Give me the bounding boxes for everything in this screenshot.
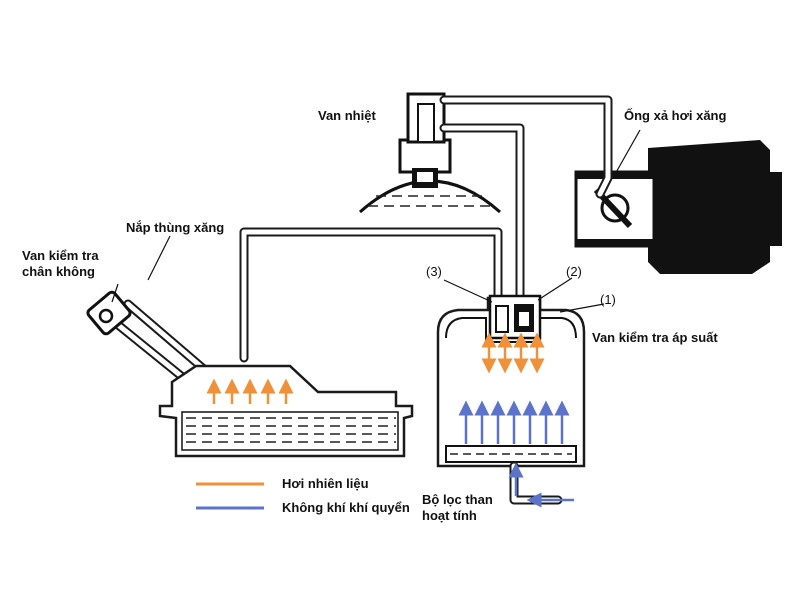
canister-air-arrows	[458, 400, 574, 508]
callout-2: (2)	[566, 264, 582, 279]
leader-lines	[111, 129, 641, 313]
charcoal-canister	[436, 296, 586, 505]
vacuum-check-valve-label: Van kiểm tra chân không	[22, 248, 99, 279]
fuel-tank	[158, 364, 414, 458]
canister-vapor-arrows	[481, 332, 545, 374]
legend-fuel-vapor-label: Hơi nhiên liệu	[282, 476, 369, 491]
canister-label: Bộ lọc than hoạt tính	[422, 492, 493, 523]
legend-atmospheric-air-label: Không khí khí quyển	[282, 500, 410, 515]
intake-pipe	[574, 170, 656, 248]
engine-block	[648, 140, 782, 274]
thermal-valve-body	[398, 92, 452, 188]
vacuum-check-valve	[86, 290, 132, 336]
callout-3: (3)	[426, 264, 442, 279]
fuel-cap-label: Nắp thùng xăng	[126, 220, 225, 235]
vapor-exhaust-pipe-label: Ống xả hơi xăng	[624, 108, 727, 123]
legend-swatches	[196, 482, 264, 510]
tank-vapor-arrows	[206, 378, 294, 404]
pressure-check-valve	[488, 294, 542, 340]
thermal-valve-dome	[359, 179, 501, 214]
thermal-valve-label: Van nhiệt	[318, 108, 376, 123]
callout-1: (1)	[600, 292, 616, 307]
pressure-check-valve-label: Van kiểm tra áp suất	[592, 330, 718, 345]
